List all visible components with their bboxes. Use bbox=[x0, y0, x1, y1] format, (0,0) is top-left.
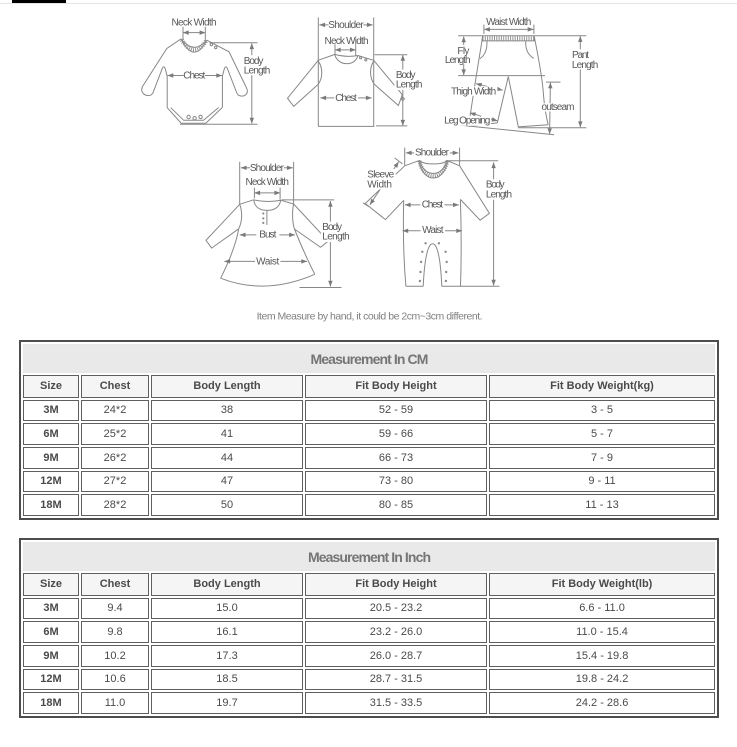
svg-text:Chest: Chest bbox=[422, 200, 443, 211]
svg-text:Chest: Chest bbox=[183, 71, 205, 82]
svg-text:Neck Width: Neck Width bbox=[246, 177, 289, 188]
svg-text:Shoulder: Shoulder bbox=[250, 163, 285, 174]
svg-text:Shoulder: Shoulder bbox=[415, 148, 450, 159]
svg-text:Waist: Waist bbox=[422, 225, 444, 236]
svg-text:Width: Width bbox=[367, 180, 392, 191]
svg-text:Body: Body bbox=[244, 56, 264, 67]
svg-text:Waist Width: Waist Width bbox=[486, 17, 531, 28]
svg-text:Thigh Width: Thigh Width bbox=[451, 86, 496, 97]
svg-text:Length: Length bbox=[572, 60, 598, 71]
svg-text:Neck Width: Neck Width bbox=[325, 36, 369, 47]
svg-text:Neck Width: Neck Width bbox=[172, 17, 217, 28]
svg-text:Chest: Chest bbox=[335, 93, 357, 104]
svg-text:outseam: outseam bbox=[542, 102, 575, 113]
svg-text:Length: Length bbox=[244, 66, 270, 77]
svg-text:Length: Length bbox=[396, 80, 423, 91]
svg-text:Body: Body bbox=[486, 179, 505, 190]
svg-text:Pant: Pant bbox=[572, 50, 589, 61]
svg-text:Body: Body bbox=[322, 222, 342, 233]
svg-text:Shoulder: Shoulder bbox=[328, 20, 364, 31]
svg-text:Fly: Fly bbox=[457, 46, 469, 57]
svg-text:Length: Length bbox=[322, 232, 349, 243]
svg-text:Body: Body bbox=[396, 70, 416, 81]
svg-text:Length: Length bbox=[445, 55, 471, 66]
svg-text:Sleeve: Sleeve bbox=[367, 169, 394, 180]
svg-text:Item Measure by hand, it could: Item Measure by hand, it could be 2cm~3c… bbox=[257, 310, 483, 322]
svg-text:Leg Opening: Leg Opening bbox=[444, 116, 490, 127]
svg-text:Waist: Waist bbox=[256, 256, 279, 267]
svg-text:Length: Length bbox=[486, 189, 512, 200]
svg-text:Bust: Bust bbox=[259, 229, 276, 240]
